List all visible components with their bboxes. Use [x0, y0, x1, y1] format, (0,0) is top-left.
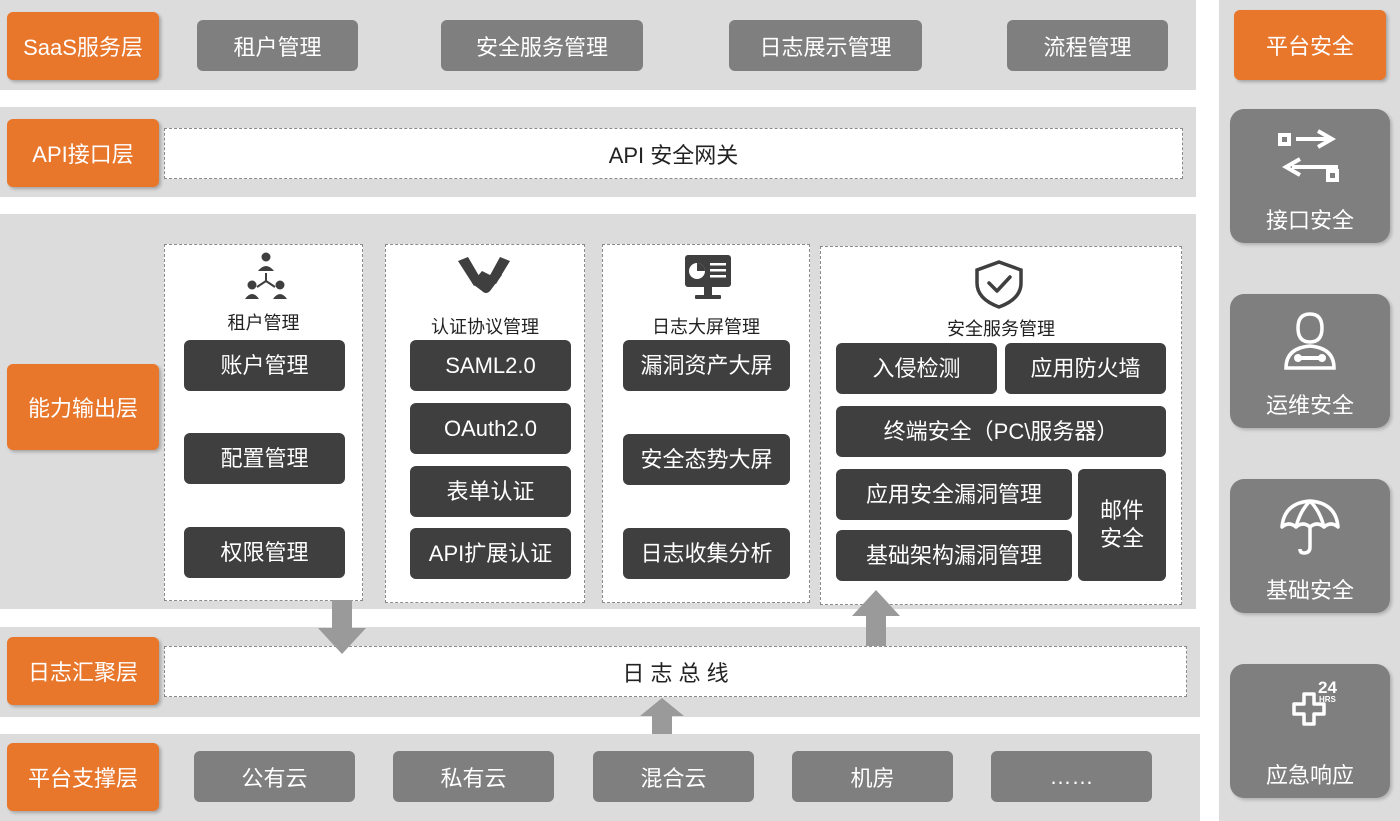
tenant-item-permission[interactable]: 权限管理 — [184, 527, 345, 578]
saas-item-tenant[interactable]: 租户管理 — [197, 20, 358, 71]
platform-item-datacenter[interactable]: 机房 — [792, 751, 953, 802]
sec-card-interface-label: 接口安全 — [1265, 208, 1354, 233]
sec-item-waf[interactable]: 应用防火墙 — [1005, 343, 1166, 394]
org-chart-icon — [245, 252, 287, 299]
panel-auth: 认证协议管理 SAML2.0 OAuth2.0 表单认证 API扩展认证 — [385, 244, 585, 603]
panel-title-log-screen: 日志大屏管理 — [652, 317, 760, 337]
sec-item-mail-line2: 安全 — [1099, 526, 1144, 551]
shield-check-icon — [975, 260, 1023, 309]
sec-card-infra-label: 基础安全 — [1265, 578, 1354, 603]
sec-item-app-vuln[interactable]: 应用安全漏洞管理 — [836, 469, 1072, 520]
panel-security-service: 安全服务管理 入侵检测 应用防火墙 终端安全（PC\服务器） 应用安全漏洞管理 … — [820, 246, 1182, 605]
monitor-chart-icon — [685, 255, 731, 299]
sec-item-endpoint[interactable]: 终端安全（PC\服务器） — [836, 406, 1166, 457]
panel-title-auth: 认证协议管理 — [431, 317, 539, 337]
arrow-up-from-platform — [640, 698, 684, 734]
auth-item-oauth[interactable]: OAuth2.0 — [410, 403, 571, 454]
panel-tenant: 租户管理 账户管理 配置管理 权限管理 — [164, 244, 363, 601]
api-gateway: API 安全网关 — [164, 128, 1183, 179]
tenant-item-config[interactable]: 配置管理 — [184, 433, 345, 484]
arrow-up-from-log-bus — [852, 590, 900, 646]
panel-title-tenant: 租户管理 — [227, 313, 300, 333]
platform-security-header: 平台安全 — [1234, 10, 1386, 80]
umbrella-icon — [1280, 499, 1340, 555]
auth-item-saml[interactable]: SAML2.0 — [410, 340, 571, 391]
log-bus: 日 志 总 线 — [164, 646, 1187, 697]
panel-log-screen: 日志大屏管理 漏洞资产大屏 安全态势大屏 日志收集分析 — [602, 244, 810, 603]
layer-label-platform: 平台支撑层 — [7, 743, 159, 811]
platform-item-public-cloud[interactable]: 公有云 — [194, 751, 355, 802]
log-screen-item-vuln-asset[interactable]: 漏洞资产大屏 — [623, 340, 790, 391]
handshake-icon — [458, 257, 510, 293]
panel-title-security-service: 安全服务管理 — [947, 319, 1055, 339]
sec-card-emergency-label: 应急响应 — [1265, 763, 1354, 788]
log-screen-item-log-collect[interactable]: 日志收集分析 — [623, 528, 790, 579]
tenant-item-account[interactable]: 账户管理 — [184, 340, 345, 391]
ops-engineer-icon — [1284, 312, 1336, 370]
sec-item-mail[interactable]: 邮件 安全 — [1078, 469, 1166, 581]
saas-item-security-service[interactable]: 安全服务管理 — [441, 20, 643, 71]
layer-label-log: 日志汇聚层 — [7, 637, 159, 705]
emergency-badge-hrs: HRS — [1319, 695, 1337, 704]
emergency-badge-24: 24 — [1318, 678, 1337, 697]
layer-label-saas: SaaS服务层 — [7, 12, 159, 80]
sec-card-infra[interactable]: 基础安全 — [1230, 479, 1390, 613]
log-screen-item-situation[interactable]: 安全态势大屏 — [623, 434, 790, 485]
emergency-24hrs-icon: 24 HRS — [1292, 678, 1337, 726]
sec-card-emergency[interactable]: 24 HRS 应急响应 — [1230, 664, 1390, 798]
sec-card-ops[interactable]: 运维安全 — [1230, 294, 1390, 428]
interface-arrows-icon — [1278, 129, 1339, 182]
sec-item-infra-vuln[interactable]: 基础架构漏洞管理 — [836, 530, 1072, 581]
saas-item-log-display[interactable]: 日志展示管理 — [729, 20, 922, 71]
sec-item-intrusion[interactable]: 入侵检测 — [836, 343, 997, 394]
auth-item-form[interactable]: 表单认证 — [410, 466, 571, 517]
arrow-down-to-log-bus — [318, 600, 366, 654]
layer-label-capability: 能力输出层 — [7, 364, 159, 450]
platform-item-private-cloud[interactable]: 私有云 — [393, 751, 554, 802]
platform-item-more[interactable]: …… — [991, 751, 1152, 802]
saas-item-process[interactable]: 流程管理 — [1007, 20, 1168, 71]
sec-card-ops-label: 运维安全 — [1265, 393, 1354, 418]
platform-item-hybrid-cloud[interactable]: 混合云 — [593, 751, 754, 802]
sec-item-mail-line1: 邮件 — [1099, 498, 1144, 523]
layer-label-api: API接口层 — [7, 119, 159, 187]
auth-item-api-ext[interactable]: API扩展认证 — [410, 528, 571, 579]
sec-card-interface[interactable]: 接口安全 — [1230, 109, 1390, 243]
